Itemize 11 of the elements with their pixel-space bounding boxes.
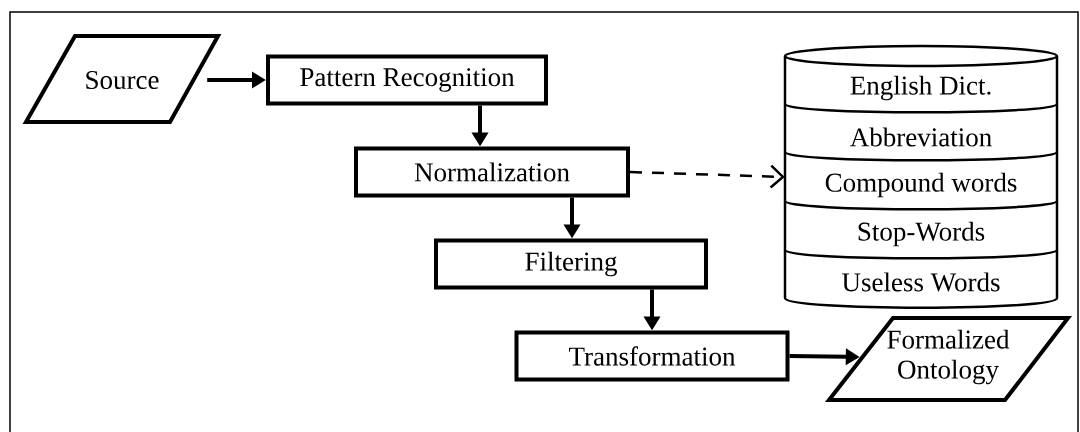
cylinder-layer: Stop-Words: [784, 221, 1058, 260]
database-cylinder: [783, 44, 1059, 309]
cylinder-layer: Abbreviation: [784, 127, 1058, 162]
arrow: [629, 164, 785, 189]
cylinder-layer: Useless Words: [842, 272, 1000, 292]
process-box: Pattern Recognition: [266, 54, 548, 106]
process-box: Normalization: [354, 146, 630, 198]
process-box: Filtering: [434, 238, 708, 290]
cylinder-layer: English Dict.: [784, 75, 1058, 114]
process-box: Transformation: [514, 330, 790, 382]
cylinder-layer: Compound words: [784, 172, 1058, 211]
